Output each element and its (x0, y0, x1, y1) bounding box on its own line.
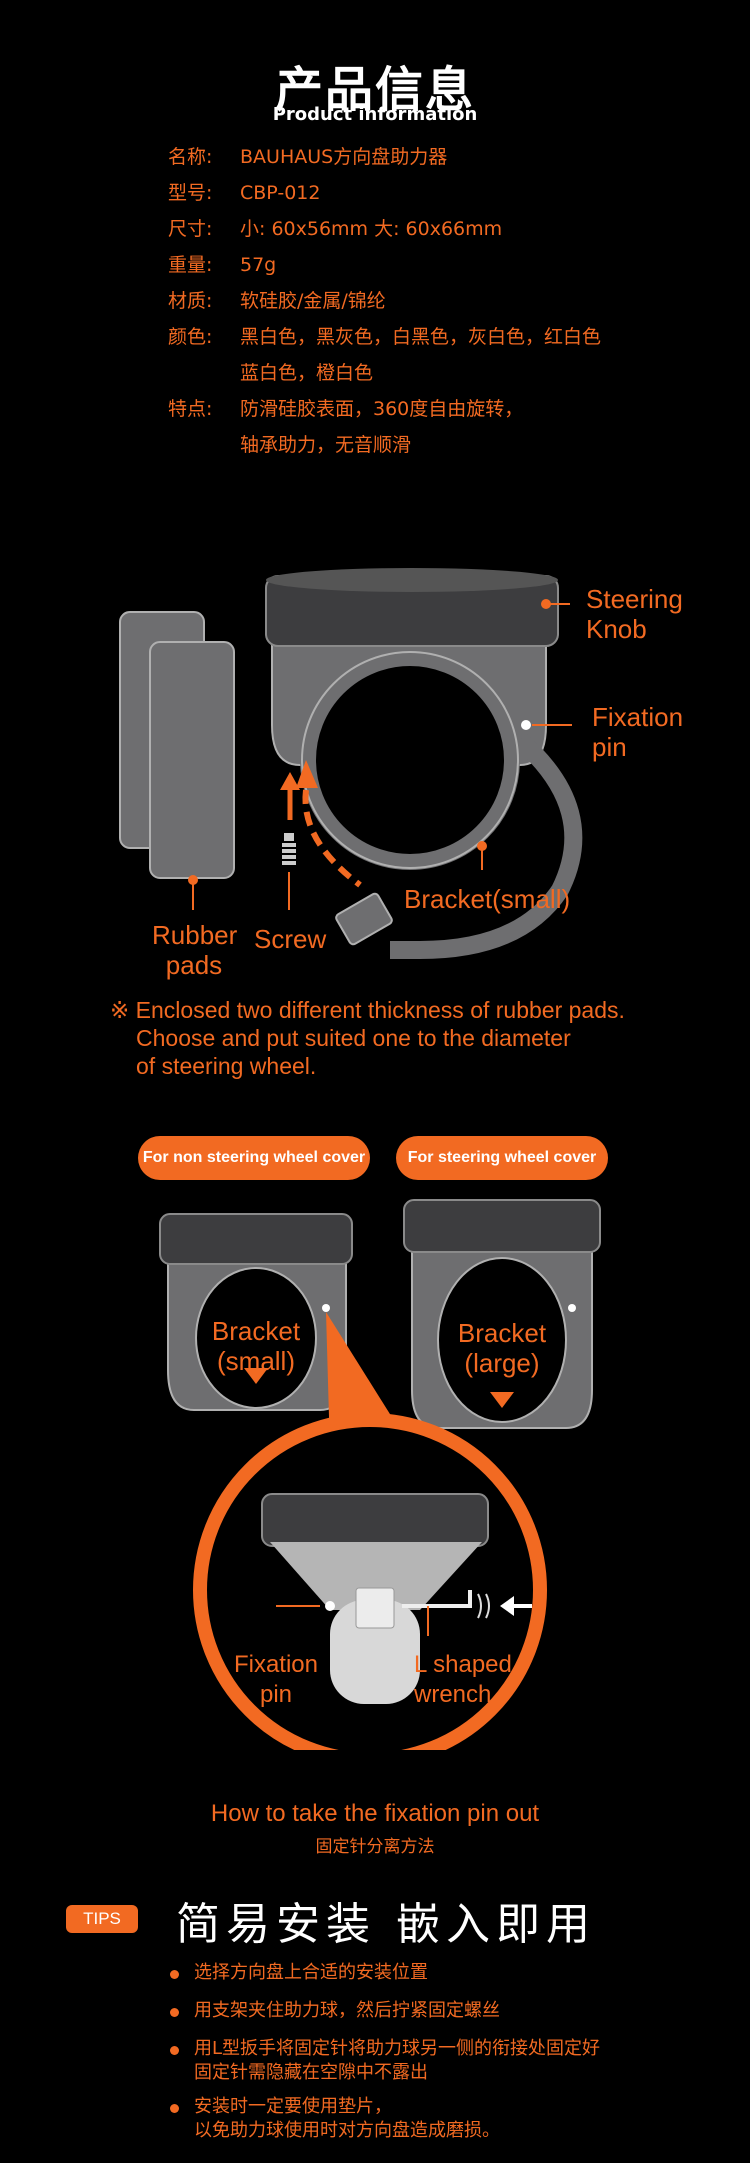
knob-rim (266, 568, 558, 592)
arrow-curve (302, 789, 362, 888)
spec-row: 名称:BAUHAUS方向盘助力器 (168, 146, 448, 168)
label-fixation-pin: Fixation pin (592, 702, 684, 762)
page-title: 产品信息 (274, 62, 475, 118)
spec-row: 尺寸:小: 60x56mm 大: 60x66mm (168, 218, 503, 240)
push-arrow-head (500, 1596, 514, 1616)
zoom-knob-top (261, 1493, 489, 1547)
anatomy-diagram (119, 568, 583, 959)
tips-badge: TIPS (66, 1905, 138, 1933)
bracket-arm (390, 733, 583, 959)
arrow-curve-head (296, 760, 318, 788)
label-steering-knob: Steering Knob (586, 584, 683, 644)
rubber-pad-front (149, 641, 235, 879)
spec-row: 型号:CBP-012 (168, 182, 321, 204)
screw-icon (282, 833, 296, 865)
fixation-pin-dot (521, 720, 531, 730)
bullet-dot (170, 2008, 179, 2017)
label-fixation-pin-2: Fixation pin (233, 1651, 319, 1708)
spec-row: 颜色:黑白色，黑灰色，白黑色，灰白色，红白色 (168, 326, 602, 348)
left-pin-dot (322, 1304, 330, 1312)
callout-knob-dot (541, 599, 551, 609)
spec-row: 轴承助力，无音顺滑 (240, 434, 412, 456)
bracket-ring (300, 650, 520, 870)
callout-bracket-dot (477, 841, 487, 851)
right-down-arrow (490, 1392, 514, 1408)
spec-row: 特点:防滑硅胶表面，360度自由旋转， (168, 398, 524, 420)
zoom-pin-plate (355, 1587, 395, 1629)
pill-cover: For steering wheel cover (396, 1136, 608, 1180)
l-wrench-icon (402, 1590, 472, 1608)
wrench-motion (477, 1593, 490, 1619)
label-bracket-large: Bracket (large) (457, 1318, 547, 1378)
zoom-pin-dot (325, 1601, 335, 1611)
bracket-diagram (159, 1199, 601, 1750)
spec-row: 材质:软硅胶/金属/锦纶 (168, 290, 386, 312)
right-knob-top (403, 1199, 601, 1253)
label-bracket-small-2: Bracket (small) (211, 1316, 301, 1376)
right-ring (437, 1257, 567, 1423)
ring-outline (301, 651, 519, 869)
tip-item: 用支架夹住助力球，然后拧紧固定螺丝 (194, 2000, 500, 2021)
callout-pads-dot (188, 875, 198, 885)
right-pin-dot (568, 1304, 576, 1312)
clamp-piece (335, 892, 393, 946)
bullet-dot (170, 2046, 179, 2055)
bullet-dot (170, 2104, 179, 2113)
pill-non-cover: For non steering wheel cover (138, 1136, 370, 1180)
left-ring (195, 1267, 317, 1409)
label-rubber-pads: Rubber pads (152, 920, 238, 980)
tips-title: 简易安装 嵌入即用 (176, 1899, 596, 1950)
zoom-knob-cone (270, 1542, 482, 1610)
bullet-dot (170, 1970, 179, 1979)
label-screw: Screw (254, 924, 327, 954)
arrow-up-head (280, 772, 300, 790)
left-down-arrow (244, 1368, 268, 1384)
label-bracket-small: Bracket(small) (404, 884, 571, 914)
tip-item: 用L型扳手将固定针将助力球另一侧的衔接处固定好 固定针需隐藏在空隙中不露出 (194, 2038, 601, 2083)
tip-item: 选择方向盘上合适的安装位置 (194, 1962, 428, 1983)
howto-subtitle: 固定针分离方法 (315, 1837, 435, 1857)
spec-row: 蓝白色，橙白色 (240, 362, 374, 384)
zoom-knob-stem (330, 1600, 420, 1704)
tip-item: 安装时一定要使用垫片， 以免助力球使用时对方向盘造成磨损。 (194, 2096, 500, 2141)
spec-row: 重量:57g (168, 254, 277, 276)
label-l-wrench: L shaped wrench (414, 1651, 512, 1708)
rubber-pad-note: ※ Enclosed two different thickness of ru… (110, 997, 625, 1079)
left-knob-top (159, 1213, 353, 1265)
howto-title: How to take the fixation pin out (210, 1800, 540, 1827)
page-subtitle: Product information (272, 104, 478, 125)
